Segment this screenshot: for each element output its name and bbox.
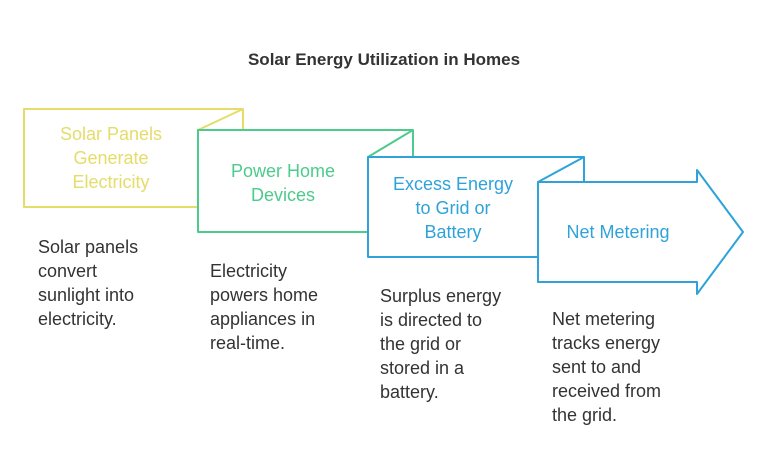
- step-3-description: Surplus energy is directed to the grid o…: [380, 286, 502, 402]
- step-1-label: Solar Panels Generate Electricity: [59, 124, 163, 192]
- diagram-title: Solar Energy Utilization in Homes: [247, 50, 521, 69]
- step-1-description: Solar panels convert sunlight into elect…: [38, 237, 139, 329]
- step-3-label: Excess Energy to Grid or Battery: [392, 173, 514, 242]
- step-4-description: Net metering tracks energy sent to and r…: [552, 309, 662, 425]
- step-4-arrow: [537, 169, 744, 295]
- step-2-description: Electricity powers home appliances in re…: [210, 261, 319, 353]
- step-4-label: Net Metering: [566, 222, 670, 242]
- step-2-label: Power Home Devices: [230, 161, 336, 205]
